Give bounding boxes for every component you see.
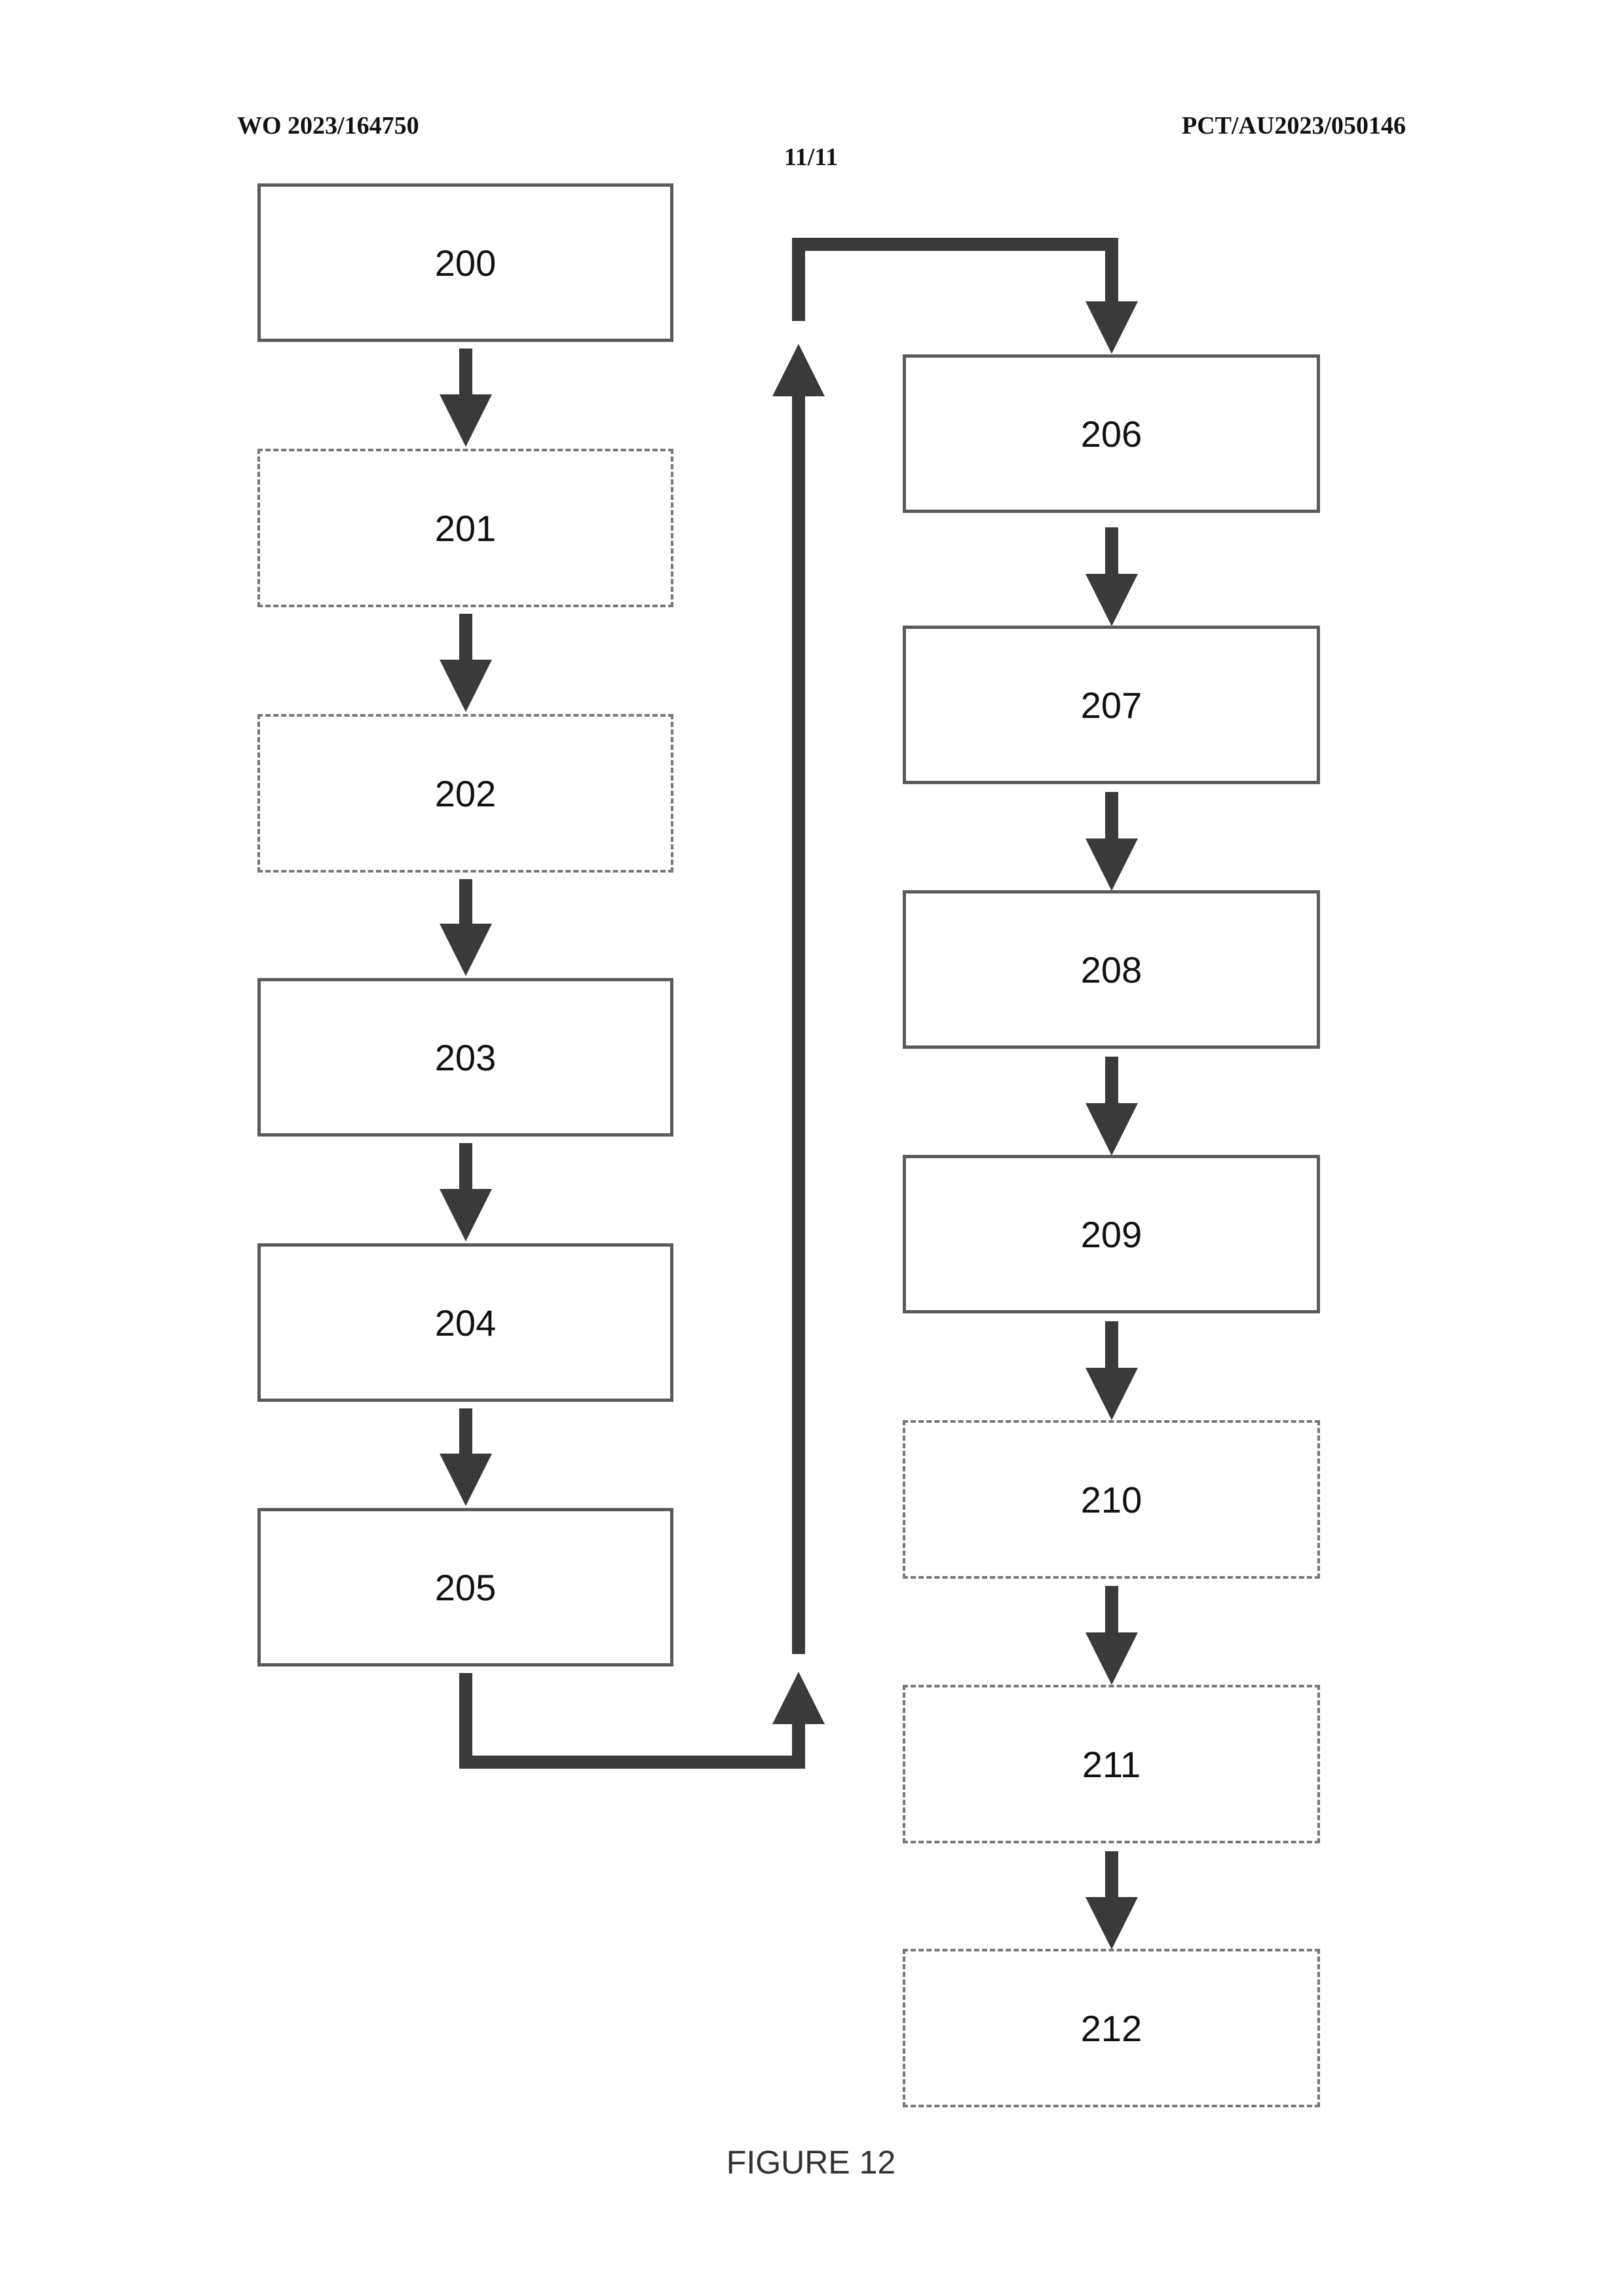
connector-arrow-into-206 bbox=[792, 238, 1138, 354]
step-box-202-optional: 202 bbox=[257, 714, 673, 873]
step-box-209: 209 bbox=[903, 1155, 1320, 1313]
step-box-205: 205 bbox=[257, 1508, 673, 1666]
step-box-207: 207 bbox=[903, 626, 1320, 784]
figure-caption: FIGURE 12 bbox=[726, 2144, 896, 2181]
publication-number: WO 2023/164750 bbox=[237, 112, 419, 140]
step-box-203: 203 bbox=[257, 978, 673, 1137]
sheet-number: 11/11 bbox=[783, 143, 839, 171]
step-box-201-optional: 201 bbox=[257, 449, 673, 607]
step-box-212-optional: 212 bbox=[903, 1949, 1320, 2107]
step-box-211-optional: 211 bbox=[903, 1685, 1320, 1843]
step-box-210-optional: 210 bbox=[903, 1420, 1320, 1579]
step-box-206: 206 bbox=[903, 354, 1320, 513]
step-box-208: 208 bbox=[903, 890, 1320, 1049]
step-box-200: 200 bbox=[257, 183, 673, 342]
connector-arrow-205-up bbox=[459, 1672, 825, 1769]
application-number: PCT/AU2023/050146 bbox=[1182, 112, 1406, 140]
step-box-204: 204 bbox=[257, 1243, 673, 1402]
